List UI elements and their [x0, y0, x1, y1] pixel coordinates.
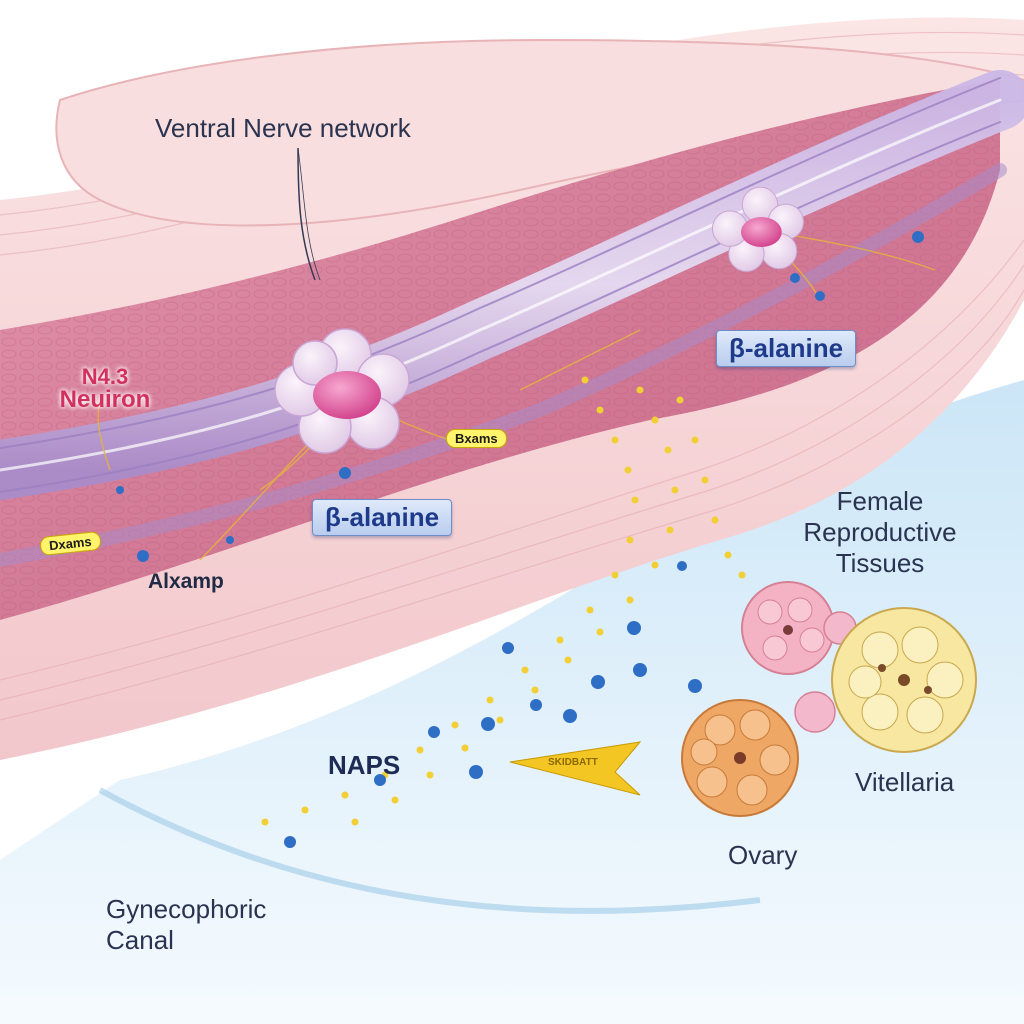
label-neuron-name: Neuiron: [59, 386, 151, 413]
neuron-cell-icon: [274, 328, 410, 454]
ovary-cell-cluster-icon: [681, 699, 799, 817]
vesicle-stream-blue: [116, 231, 924, 848]
label-alxamp: Alxamp: [148, 570, 224, 593]
label-gynecophoric-canal: Gynecophoric Canal: [106, 894, 267, 956]
label-beta-alanine-top: β-alanine: [716, 330, 857, 367]
label-ventral-nerve-network: Ventral Nerve network: [155, 113, 411, 143]
vesicle-stream-yellow: [261, 376, 746, 826]
label-neuron: N4.3 Neuiron: [30, 366, 180, 412]
label-bxams: Bxams: [446, 429, 507, 448]
label-female-reproductive-tissues: Female Reproductive Tissues: [803, 486, 957, 579]
neuron-cell-icon: [711, 186, 805, 272]
label-neuron-code: N4.3: [81, 364, 129, 389]
label-ovary: Ovary: [728, 840, 798, 870]
label-naps-arrow: SKIDBATT: [548, 757, 598, 768]
female-tissue-pink-cluster: [741, 581, 857, 733]
gynecophoric-canal-shape: [0, 380, 1024, 1024]
label-beta-alanine-middle: β-alanine: [312, 499, 453, 536]
leader-lines: [297, 147, 321, 281]
canal-rim: [98, 787, 761, 914]
vitellaria-cell-cluster-icon: [831, 607, 977, 753]
arrow-icon: [509, 741, 642, 796]
label-naps: NAPS: [328, 750, 401, 780]
nerve-cord: [0, 70, 1024, 567]
label-vitellaria: Vitellaria: [855, 767, 955, 797]
